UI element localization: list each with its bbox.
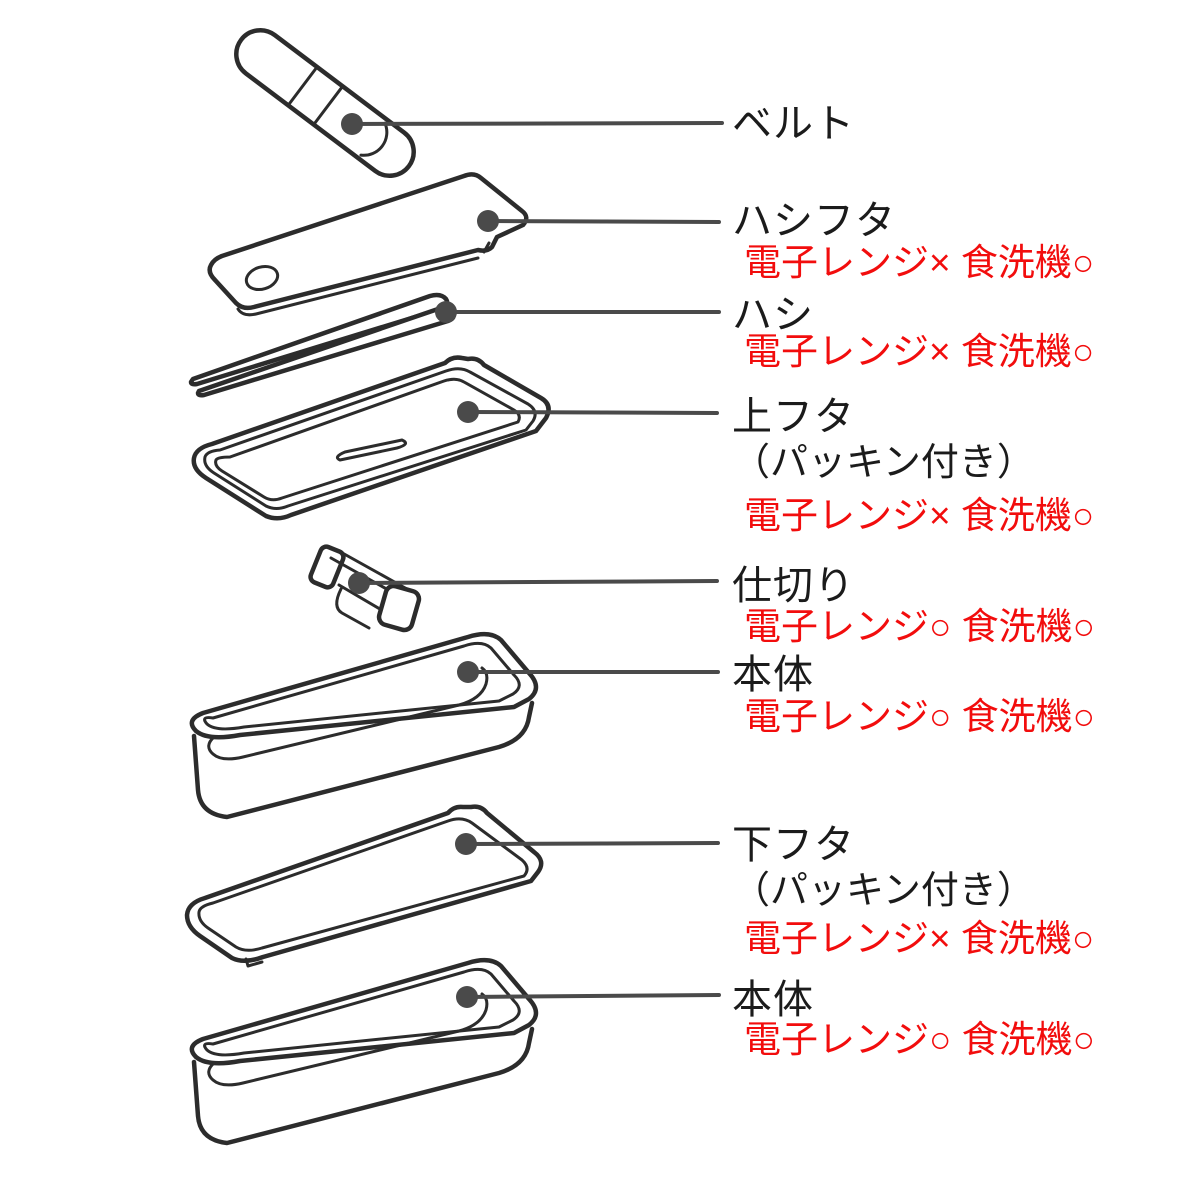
leader-dots xyxy=(341,113,499,1008)
part-label-lower-lid: 下フタ xyxy=(732,823,855,867)
upper-body-drawing xyxy=(192,634,536,817)
part-label-chopsticks-lid: ハシフタ xyxy=(732,199,896,243)
part-label-chopsticks: ハシ xyxy=(732,293,814,337)
divider-drawing xyxy=(308,544,422,633)
part-note-lower-lid: 電子レンジ× 食洗機○ xyxy=(744,918,1095,959)
chopsticks-lid-drawing xyxy=(207,172,529,317)
part-note-chopsticks-lid: 電子レンジ× 食洗機○ xyxy=(744,242,1095,283)
part-label-body-upper: 本体 xyxy=(732,653,814,697)
leader-lines xyxy=(350,121,724,999)
upper-lid-drawing xyxy=(191,355,551,521)
belt-drawing xyxy=(234,28,416,178)
part-note-body-lower: 電子レンジ○ 食洗機○ xyxy=(744,1019,1095,1060)
part-sublabel-lower-lid: （パッキン付き） xyxy=(732,870,1035,912)
lower-lid-drawing xyxy=(184,804,544,968)
part-sublabel-upper-lid: （パッキン付き） xyxy=(732,442,1035,484)
part-note-upper-lid: 電子レンジ× 食洗機○ xyxy=(744,495,1095,536)
part-label-belt: ベルト xyxy=(732,102,855,146)
part-note-chopsticks: 電子レンジ× 食洗機○ xyxy=(744,331,1095,372)
part-label-divider: 仕切り xyxy=(732,564,855,608)
part-label-body-lower: 本体 xyxy=(732,978,814,1022)
part-label-upper-lid: 上フタ xyxy=(732,395,855,439)
part-note-body-upper: 電子レンジ○ 食洗機○ xyxy=(744,696,1095,737)
part-note-divider: 電子レンジ○ 食洗機○ xyxy=(744,606,1095,647)
